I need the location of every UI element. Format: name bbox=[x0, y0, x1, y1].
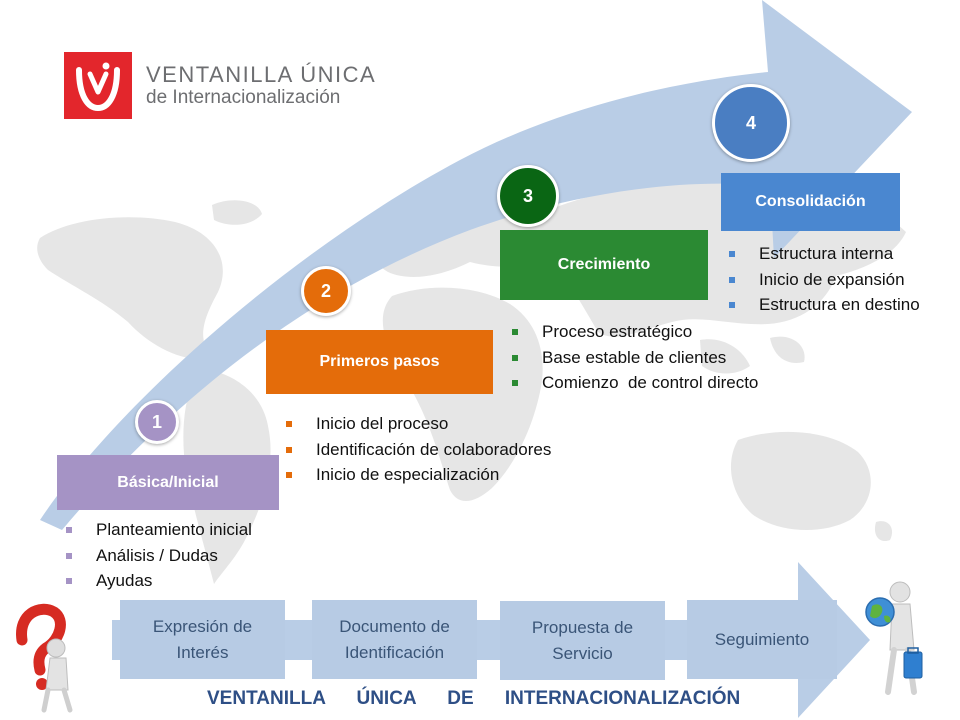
list-item: Estructura en destino bbox=[729, 292, 920, 318]
bullet-square-icon bbox=[66, 527, 72, 533]
stage-3-bullets: Proceso estratégico Base estable de clie… bbox=[512, 319, 758, 396]
growth-arrow-icon bbox=[40, 0, 912, 530]
list-item: Inicio del proceso bbox=[286, 411, 551, 437]
brand-logo bbox=[64, 52, 132, 119]
brand-title: VENTANILLA ÚNICA bbox=[146, 62, 377, 87]
stage-1-badge: 1 bbox=[135, 400, 179, 444]
process-arrow-band bbox=[112, 562, 870, 718]
stage-2-badge: 2 bbox=[301, 266, 351, 316]
bullet-square-icon bbox=[729, 276, 735, 283]
list-item: Inicio de especialización bbox=[286, 462, 551, 488]
stage-2-bullets: Inicio del proceso Identificación de col… bbox=[286, 411, 551, 488]
bullet-square-icon bbox=[286, 421, 292, 427]
bullet-square-icon bbox=[512, 354, 518, 361]
bullet-square-icon bbox=[286, 472, 292, 478]
bullet-square-icon bbox=[66, 552, 72, 559]
stage-3-badge: 3 bbox=[497, 165, 559, 227]
process-step-seguimiento: Seguimiento bbox=[687, 600, 837, 679]
bullet-square-icon bbox=[729, 302, 735, 308]
bullet-square-icon bbox=[512, 380, 518, 386]
list-item: Planteamiento inicial bbox=[66, 517, 252, 543]
stage-4-badge: 4 bbox=[712, 84, 790, 162]
bullet-square-icon bbox=[66, 578, 72, 584]
stage-2-title: Primeros pasos bbox=[266, 330, 493, 394]
list-item: Comienzo de control directo bbox=[512, 370, 758, 396]
bullet-square-icon bbox=[729, 251, 735, 257]
bullet-square-icon bbox=[286, 446, 292, 453]
stage-1-title: Básica/Inicial bbox=[57, 455, 279, 510]
list-item: Estructura interna bbox=[729, 241, 920, 267]
bullet-square-icon bbox=[512, 329, 518, 335]
list-item: Base estable de clientes bbox=[512, 345, 758, 371]
list-item: Proceso estratégico bbox=[512, 319, 758, 345]
brand-subtitle: de Internacionalización bbox=[146, 87, 341, 108]
list-item: Identificación de colaboradores bbox=[286, 437, 551, 463]
list-item: Ayudas bbox=[66, 568, 252, 594]
stage-4-bullets: Estructura interna Inicio de expansión E… bbox=[729, 241, 920, 318]
footer-title: VENTANILLA ÚNICA DE INTERNACIONALIZACIÓN bbox=[207, 688, 741, 709]
stage-4-title: Consolidación bbox=[721, 173, 900, 231]
stage-3-title: Crecimiento bbox=[500, 230, 708, 300]
stage-1-bullets: Planteamiento inicial Análisis / Dudas A… bbox=[66, 517, 252, 594]
list-item: Análisis / Dudas bbox=[66, 543, 252, 569]
list-item: Inicio de expansión bbox=[729, 267, 920, 293]
uvj-logo-icon bbox=[76, 62, 120, 112]
